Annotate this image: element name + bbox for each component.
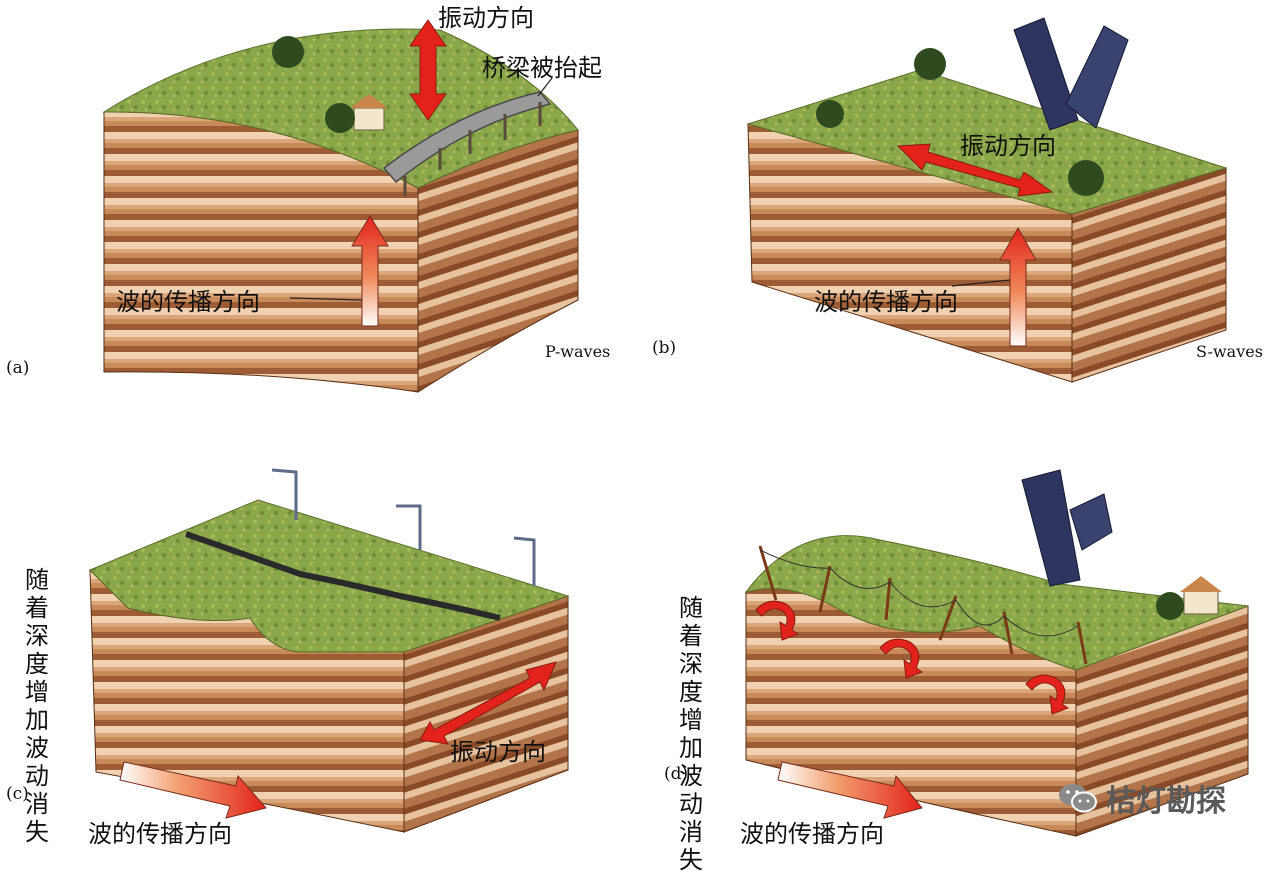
watermark: 桔灯勘探 [1058, 776, 1226, 820]
panel-b-tag: (b) [652, 338, 677, 358]
panel-a-house [350, 94, 388, 131]
panel-d-ground-surface [744, 535, 1249, 671]
panel-c-tag: (c) [6, 784, 29, 804]
panel-b-propagation-arrow [999, 226, 1037, 347]
panel-a-bridge-leader [537, 77, 553, 97]
panel-b-tree [1068, 160, 1104, 196]
panel-d-house [1180, 576, 1222, 615]
panel-c-propagation-arrow [119, 761, 267, 819]
panel-c-ground-surface [89, 499, 570, 653]
wechat-icon [1059, 784, 1097, 813]
seismic-wave-diagram [89, 17, 1249, 837]
panel-b-vibration-arrow [896, 143, 1054, 197]
panel-c-vibration-arrow [419, 661, 557, 745]
panel-d-tree [1156, 592, 1184, 620]
panel-b-wave-name: S-waves [1196, 342, 1263, 361]
panel-c-vibration-label: 振动方向 [450, 738, 546, 766]
panel-c-propagation-label: 波的传播方向 [88, 820, 232, 848]
panel-a-vibration-label: 振动方向 [438, 4, 534, 32]
panel-a-bridge-label: 桥梁被抬起 [482, 54, 602, 82]
panel-a-vibration-arrow [409, 19, 447, 121]
panel-a-propagation-label: 波的传播方向 [116, 288, 260, 316]
panel-a-propagation-arrow [351, 215, 389, 327]
panel-d-tag: (d) [664, 764, 689, 784]
panel-a-tag: (a) [6, 358, 30, 378]
panel-b-ground-surface [746, 69, 1228, 215]
panel-d-propagation-arrow [777, 761, 923, 819]
panel-b-vibration-label: 振动方向 [960, 132, 1056, 160]
panel-d [744, 469, 1249, 837]
panel-b-propagation-label: 波的传播方向 [814, 288, 958, 316]
panel-a-leader-line [289, 297, 363, 301]
panel-a-tree [325, 103, 355, 133]
panel-a-wave-name: P-waves [545, 342, 611, 361]
panel-d-propagation-label: 波的传播方向 [740, 820, 884, 848]
panel-d-tower [1021, 469, 1113, 587]
panel-a [102, 19, 579, 393]
panel-a-bridge [382, 91, 552, 184]
panel-b-tilted-building [1013, 17, 1129, 131]
panel-b-tree [816, 100, 844, 128]
panel-c-road [185, 531, 501, 621]
panel-c-depth-label: 随着深度增加波动消失 [25, 566, 49, 846]
panel-a-tree [272, 36, 304, 68]
panel-d-depth-label: 随着深度增加波动消失 [679, 594, 703, 874]
panel-d-power-poles [758, 545, 1088, 665]
panel-c [89, 468, 570, 833]
panel-b [746, 17, 1228, 383]
panel-b-leader-line [951, 279, 1011, 287]
panel-b-tree [914, 48, 946, 80]
panel-d-rotation-arrows [755, 600, 1070, 715]
watermark-text: 桔灯勘探 [1106, 784, 1226, 819]
panel-c-street-lamps [271, 468, 536, 586]
